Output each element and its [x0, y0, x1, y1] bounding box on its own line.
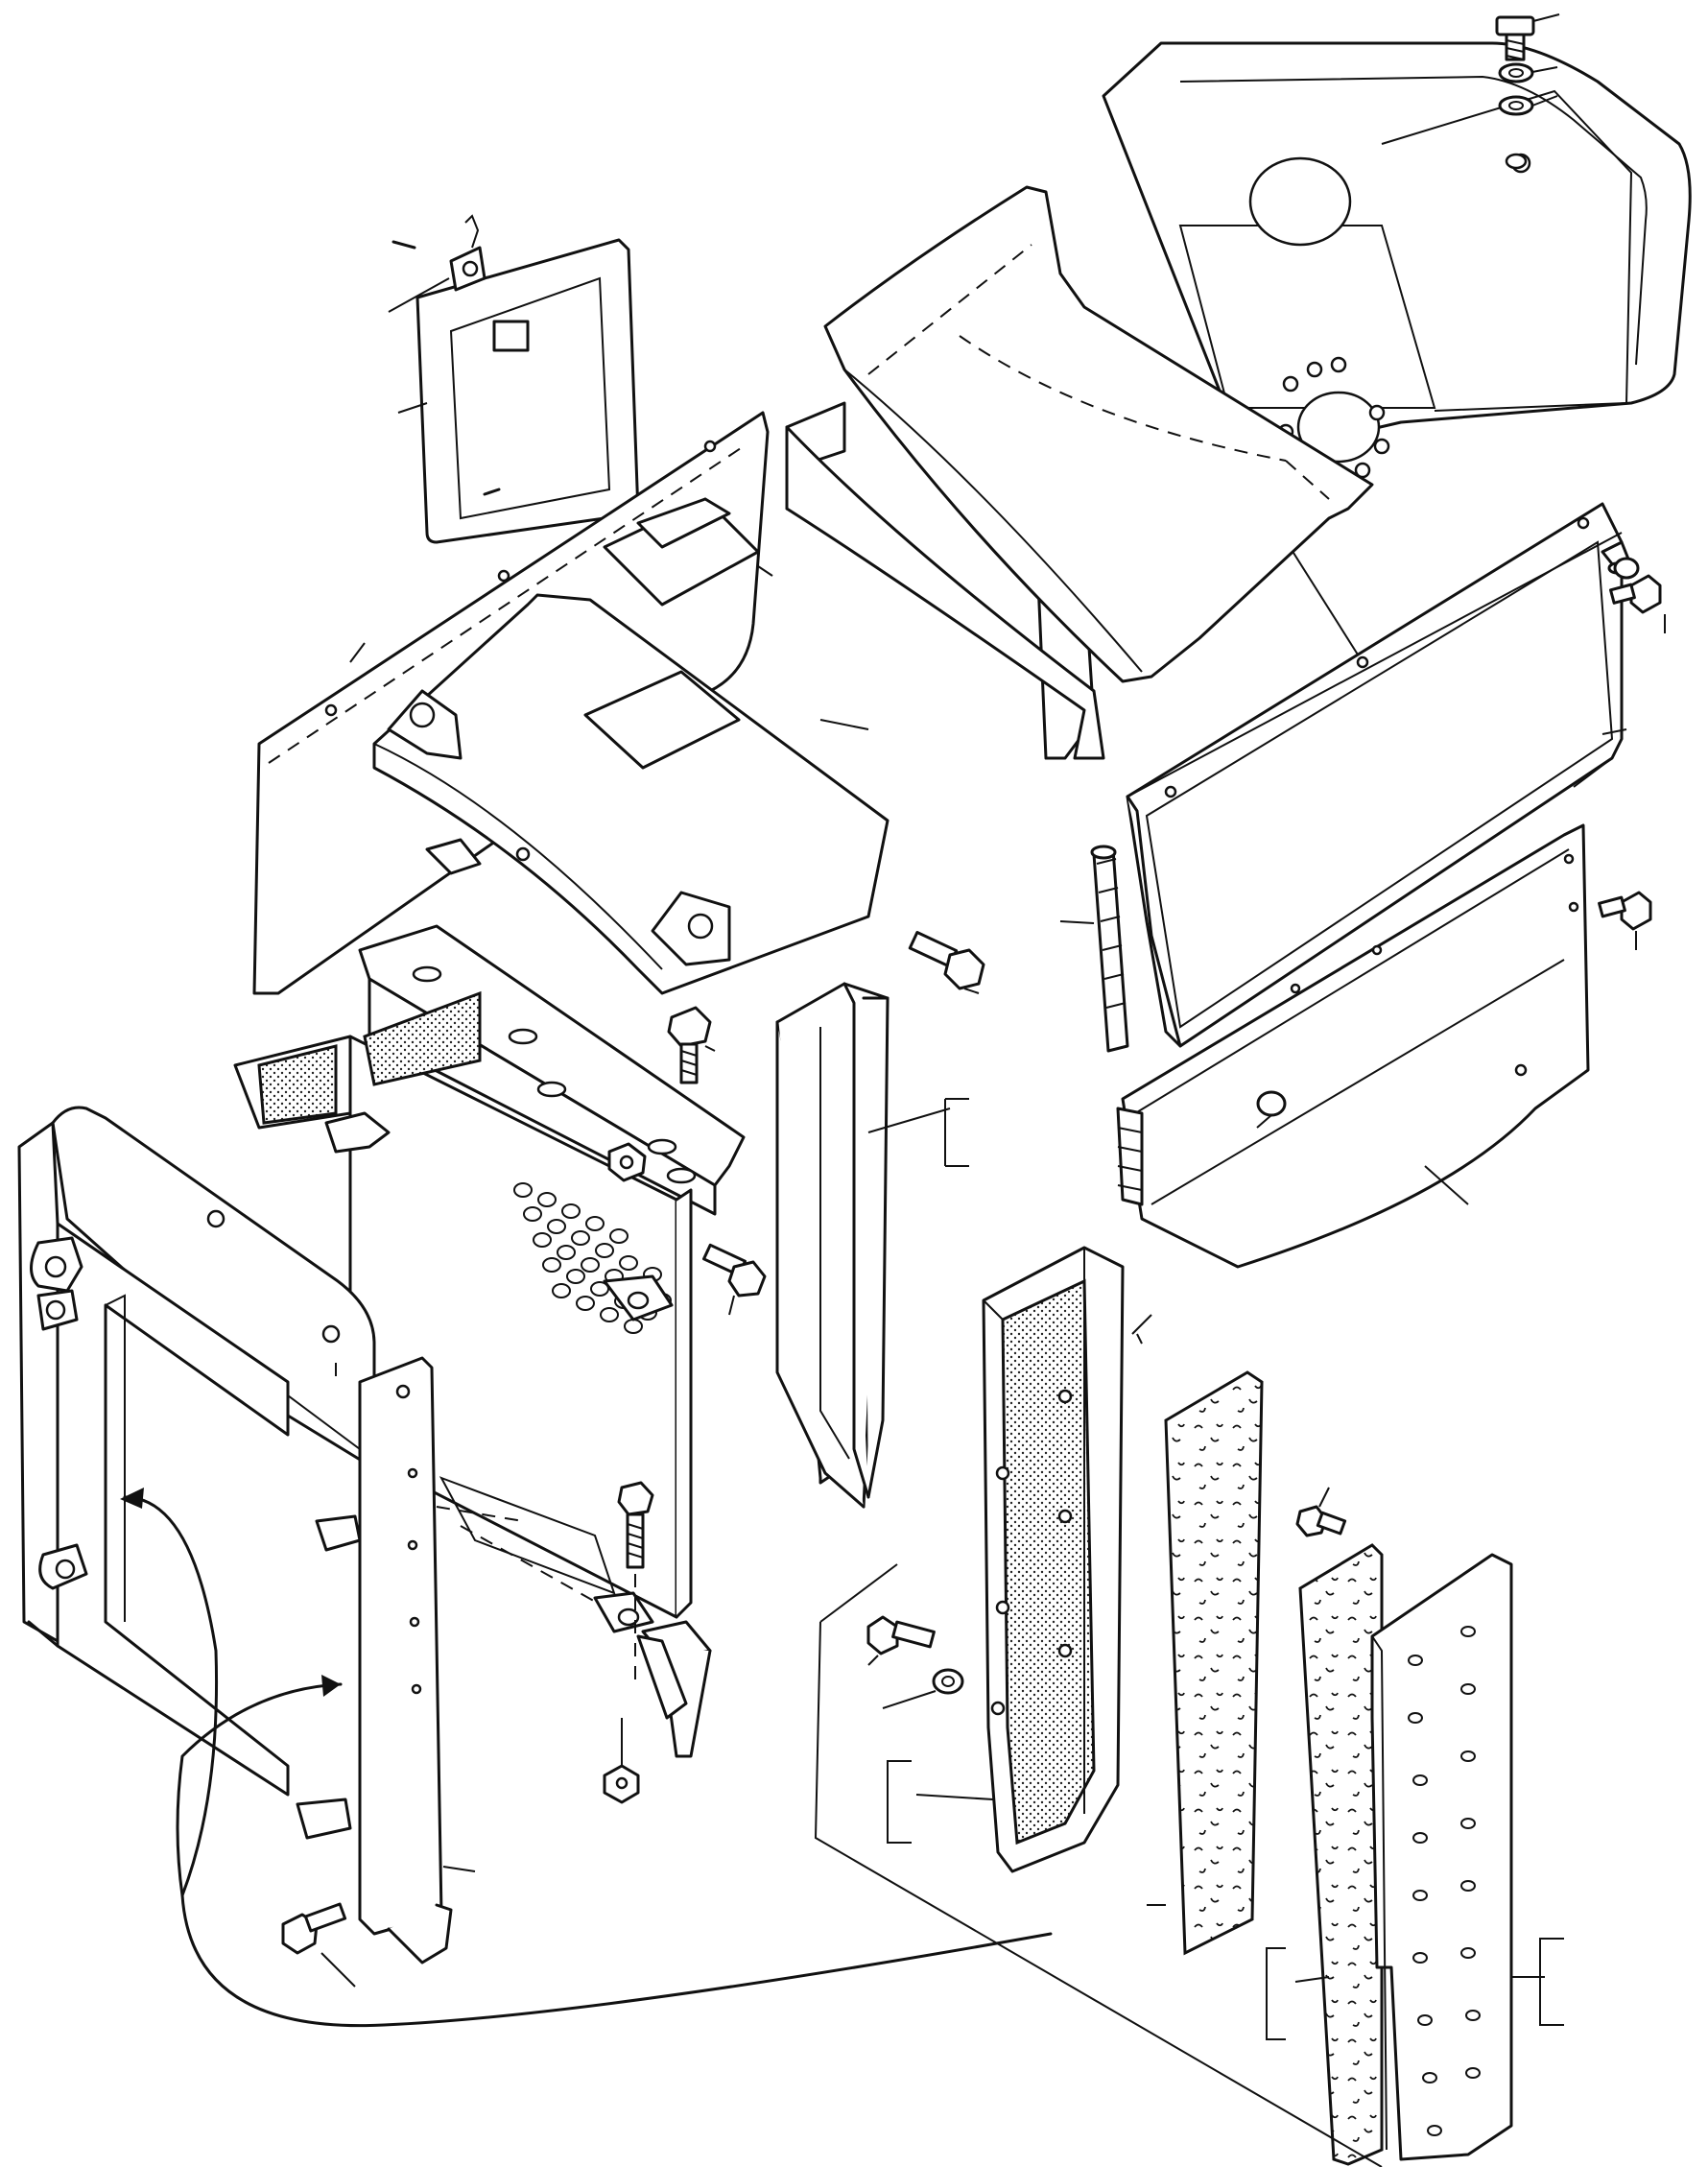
radiator-shroud — [17, 1106, 376, 1797]
hex-bolt — [1295, 1487, 1347, 1537]
flat-washer — [1613, 557, 1640, 580]
door-screw — [483, 488, 501, 496]
hex-bolt — [1598, 891, 1652, 950]
stippled-guard — [887, 1246, 1125, 1873]
foam-pad-2 — [1266, 1543, 1384, 2166]
foam-pad-1 — [1147, 1370, 1264, 1956]
hood-top-washer — [1498, 62, 1558, 170]
washers — [882, 557, 1640, 1709]
inspection-door — [397, 238, 640, 544]
hex-bolt — [667, 1006, 716, 1084]
right-lower-panel — [1116, 823, 1590, 1269]
hood-front-bent-panel — [785, 185, 1374, 760]
air-duct — [775, 982, 969, 1509]
hex-bolt — [701, 1243, 767, 1316]
hex-nut — [607, 1142, 647, 1182]
hex-bolt — [908, 931, 985, 994]
hex-bolt — [866, 1615, 936, 1666]
hex-bolt — [617, 1481, 654, 1679]
rubber-seal-strip — [1059, 845, 1129, 1053]
door-latch — [388, 214, 486, 313]
flat-washer — [882, 1668, 964, 1709]
group-outline — [814, 1314, 1383, 2167]
nuts — [603, 1090, 1287, 1804]
hood-top-bolt — [1495, 13, 1560, 61]
rubber-grommet — [1256, 1090, 1287, 1129]
radiator-top-cover — [372, 593, 890, 995]
flow-arrow — [120, 1488, 1053, 2028]
radiator-grille — [296, 1356, 688, 1965]
perforated-grille-plate — [1370, 1553, 1564, 2161]
hex-nut — [603, 1718, 640, 1804]
hex-bolt — [281, 1902, 356, 1988]
grille-holes — [1408, 1626, 1481, 2136]
hex-bolts — [281, 488, 1666, 1988]
latch-bracket — [603, 497, 773, 607]
